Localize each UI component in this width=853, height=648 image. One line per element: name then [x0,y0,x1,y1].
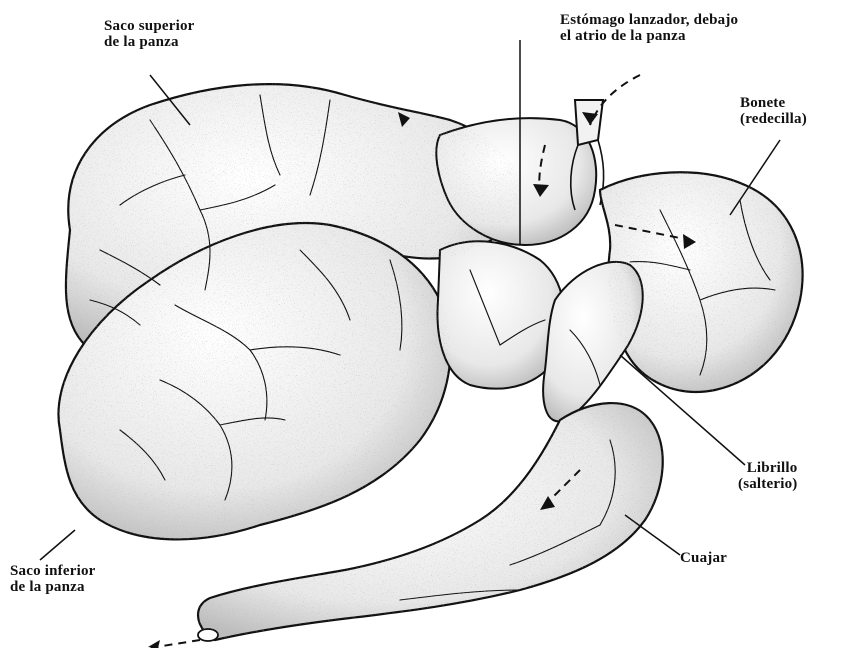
label-line: Saco inferior [10,563,96,579]
label-line: Bonete [740,95,807,111]
leader-saco-inferior [40,530,75,560]
label-line: de la panza [10,579,96,595]
label-saco-superior: Saco superior de la panza [104,18,195,50]
label-line: Librillo [738,460,797,476]
label-cuajar: Cuajar [680,550,727,566]
label-line: (redecilla) [740,111,807,127]
label-estomago-lanzador: Estómago lanzador, debajo el atrio de la… [560,12,738,44]
label-saco-inferior: Saco inferior de la panza [10,563,96,595]
label-line: el atrio de la panza [560,28,738,44]
label-line: (salterio) [738,476,797,492]
label-line: Saco superior [104,18,195,34]
label-line: Cuajar [680,550,727,566]
label-line: de la panza [104,34,195,50]
label-line: Estómago lanzador, debajo [560,12,738,28]
arrowhead-icon [148,640,160,648]
label-librillo: Librillo (salterio) [738,460,797,492]
label-bonete: Bonete (redecilla) [740,95,807,127]
